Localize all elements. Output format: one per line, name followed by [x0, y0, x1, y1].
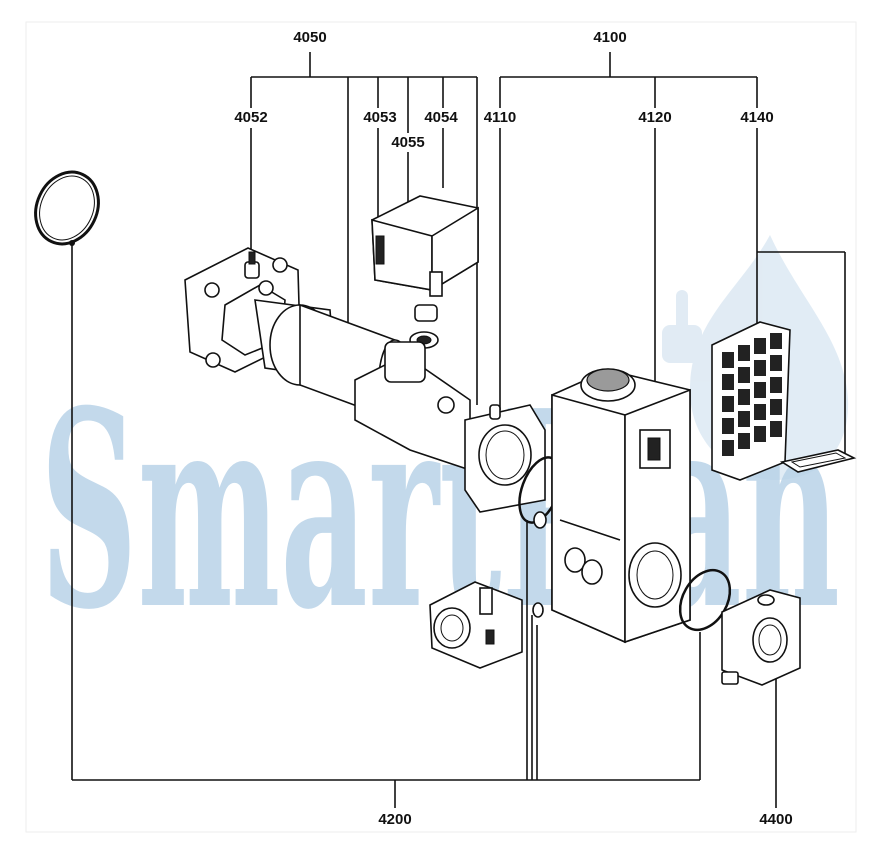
nut-and-washer [409, 304, 439, 349]
label-4400: 4400 [759, 811, 792, 828]
o-ring-large [34, 170, 100, 246]
label-4110: 4110 [484, 109, 517, 126]
adapter-flange [464, 404, 546, 513]
filter-insert [711, 321, 791, 481]
label-4200: 4200 [378, 811, 411, 828]
label-4120: 4120 [638, 109, 671, 126]
label-4054: 4054 [424, 109, 458, 126]
label-4100: 4100 [593, 29, 626, 46]
pressure-switch [429, 581, 523, 669]
small-seals [532, 511, 547, 618]
valve-body [551, 368, 691, 644]
label-4055: 4055 [391, 134, 424, 151]
label-4053: 4053 [363, 109, 396, 126]
test-nipple [244, 251, 274, 296]
filter-gasket [779, 449, 857, 473]
outlet-flange [721, 589, 801, 686]
label-4140: 4140 [740, 109, 773, 126]
actuator-housing [371, 195, 479, 297]
valve-coupling [354, 341, 471, 472]
label-4050: 4050 [293, 29, 326, 46]
label-4052: 4052 [234, 109, 267, 126]
